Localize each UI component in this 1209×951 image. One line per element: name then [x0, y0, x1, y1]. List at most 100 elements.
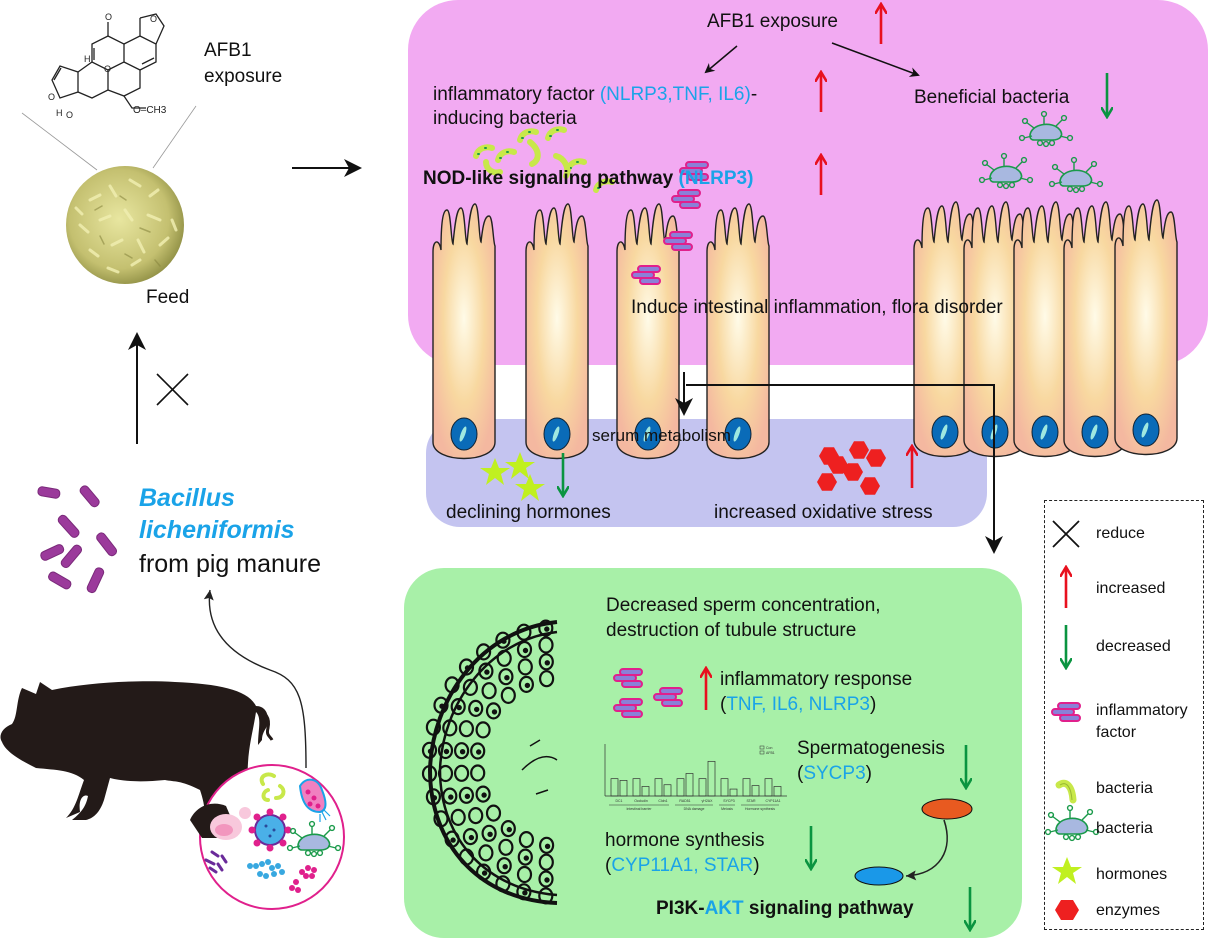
cell-nucleus: [439, 703, 445, 709]
reduce-cross-icon: [156, 373, 189, 406]
paren: (: [720, 694, 727, 715]
tubule-cell: [518, 830, 535, 849]
tubule-cell: [485, 702, 502, 720]
legend-label-decreased: decreased: [1096, 638, 1171, 655]
mini-bar-afb1: [751, 785, 760, 797]
tubule-cell: [517, 658, 533, 676]
gut-afb1-exposure: AFB1 exposure: [707, 11, 838, 32]
bacillus-genus: Bacillus: [139, 484, 235, 512]
cell-nucleus: [481, 792, 487, 798]
tubule-cell: [517, 848, 533, 866]
tubule-cell: [475, 785, 491, 803]
cell-nucleus: [427, 748, 434, 755]
enzyme-hexagon: [843, 463, 863, 481]
inflammatory-factor-line: inflammatory factor (NLRP3,TNF, IL6)-: [433, 84, 757, 106]
mini-chart-tick-label: Cldn1: [658, 799, 667, 803]
tubule-cell: [538, 619, 554, 637]
tubule-cell: [442, 787, 458, 805]
cell-nucleus: [450, 837, 456, 843]
mini-bar-control: [764, 778, 773, 797]
tubule-cell: [496, 649, 512, 667]
intestinal-cells-damaged: [432, 203, 770, 460]
cyp11a1-star-genes: CYP11A1, STAR: [611, 855, 754, 876]
cell-nucleus: [544, 660, 551, 666]
afb1-molecule-structure: [51, 13, 165, 109]
svg-text:H: H: [84, 54, 91, 64]
nod-pathway-line: NOD-like signaling pathway (NLRP3): [423, 168, 753, 190]
mini-bar-afb1: [773, 786, 782, 797]
tubule-cell: [538, 853, 554, 871]
enzyme-hexagon: [860, 477, 880, 495]
tubule-cell: [458, 786, 474, 804]
feed-label: Feed: [146, 287, 190, 308]
declining-hormones-text: declining hormones: [446, 502, 611, 523]
mini-bar-afb1: [729, 788, 738, 797]
mini-bar-control: [632, 778, 641, 797]
tubule-cell: [485, 804, 502, 822]
mini-chart-tick-label: DC1: [615, 799, 622, 803]
cell-nucleus: [443, 748, 450, 755]
zoom-line-right: [152, 105, 197, 169]
tubule-cell: [496, 857, 512, 875]
cell-nucleus: [504, 675, 510, 681]
tubule-cell: [500, 819, 516, 838]
inflammatory-response-text: inflammatory response: [720, 669, 913, 690]
cell-nucleus: [484, 669, 490, 675]
legend-label-inflammatory: inflammatory: [1096, 702, 1188, 719]
tubule-cell: [425, 718, 441, 736]
mini-bar-control: [654, 778, 663, 797]
cell-nucleus: [522, 647, 529, 654]
tubule-cell: [478, 844, 494, 862]
intestinal-cells-intact: [913, 199, 1178, 458]
tubule-cell: [462, 678, 478, 697]
tubule-cell: [498, 668, 514, 686]
paren: ): [869, 694, 877, 715]
inflammation-flora-text: Induce intestinal inflammation, flora di…: [631, 297, 1003, 318]
tubule-cell: [454, 764, 470, 782]
legend-label-enzymes: enzymes: [1096, 902, 1161, 919]
inflammatory-factors-testis: [613, 668, 683, 718]
mini-bar-afb1: [663, 784, 672, 797]
cell-nucleus: [464, 793, 471, 800]
tubule-cell: [450, 697, 466, 716]
tubule-cell: [481, 682, 497, 700]
sperm-concentration-text: Decreased sperm concentration,: [606, 595, 881, 616]
cell-nucleus: [506, 826, 512, 833]
cell-nucleus: [522, 890, 528, 896]
mini-chart-tick-label: RAD51: [679, 799, 690, 803]
cell-nucleus: [502, 864, 508, 870]
cell-nucleus: [468, 834, 475, 841]
mini-chart-tick-label: Occludin: [634, 799, 648, 803]
mini-bar-control: [742, 778, 751, 797]
svg-text:O: O: [150, 14, 157, 24]
tubule-cell: [478, 662, 494, 680]
enzyme-hexagon: [866, 449, 886, 467]
legend-label-increased: increased: [1096, 580, 1166, 597]
legend-icons: [1044, 520, 1100, 920]
hyphen: -: [750, 84, 758, 105]
cell-nucleus: [481, 870, 488, 876]
afb1-exposure-label: exposure: [204, 66, 283, 87]
tubule-cell: [495, 631, 511, 649]
tubule-cell: [450, 808, 466, 827]
mini-chart-tick-label: CYP11A1: [765, 799, 780, 803]
cell-nucleus: [501, 638, 507, 644]
tubule-cell: [444, 830, 460, 848]
tubule-cell: [444, 676, 460, 694]
cell-nucleus: [544, 626, 550, 632]
gut-to-testis-arrow: [686, 384, 1003, 554]
pig-silhouette: [0, 681, 269, 834]
cell-nucleus: [464, 665, 471, 671]
enzyme-hexagon: [817, 473, 837, 491]
paren: (: [605, 855, 612, 876]
legend-label-beneficial-bacteria: bacteria: [1096, 820, 1153, 837]
mini-bar-afb1: [685, 773, 694, 797]
sycp3-gene: SYCP3: [803, 763, 866, 784]
inducing-bacteria-text: inducing bacteria: [433, 108, 577, 129]
legend-label-reduce: reduce: [1096, 525, 1145, 542]
paren: (: [797, 763, 804, 784]
tubule-cell: [468, 699, 484, 718]
paren: ): [753, 855, 760, 876]
tubule-cell: [475, 721, 491, 739]
inflammatory-response-genes: (TNF, IL6, NLRP3): [720, 694, 876, 716]
